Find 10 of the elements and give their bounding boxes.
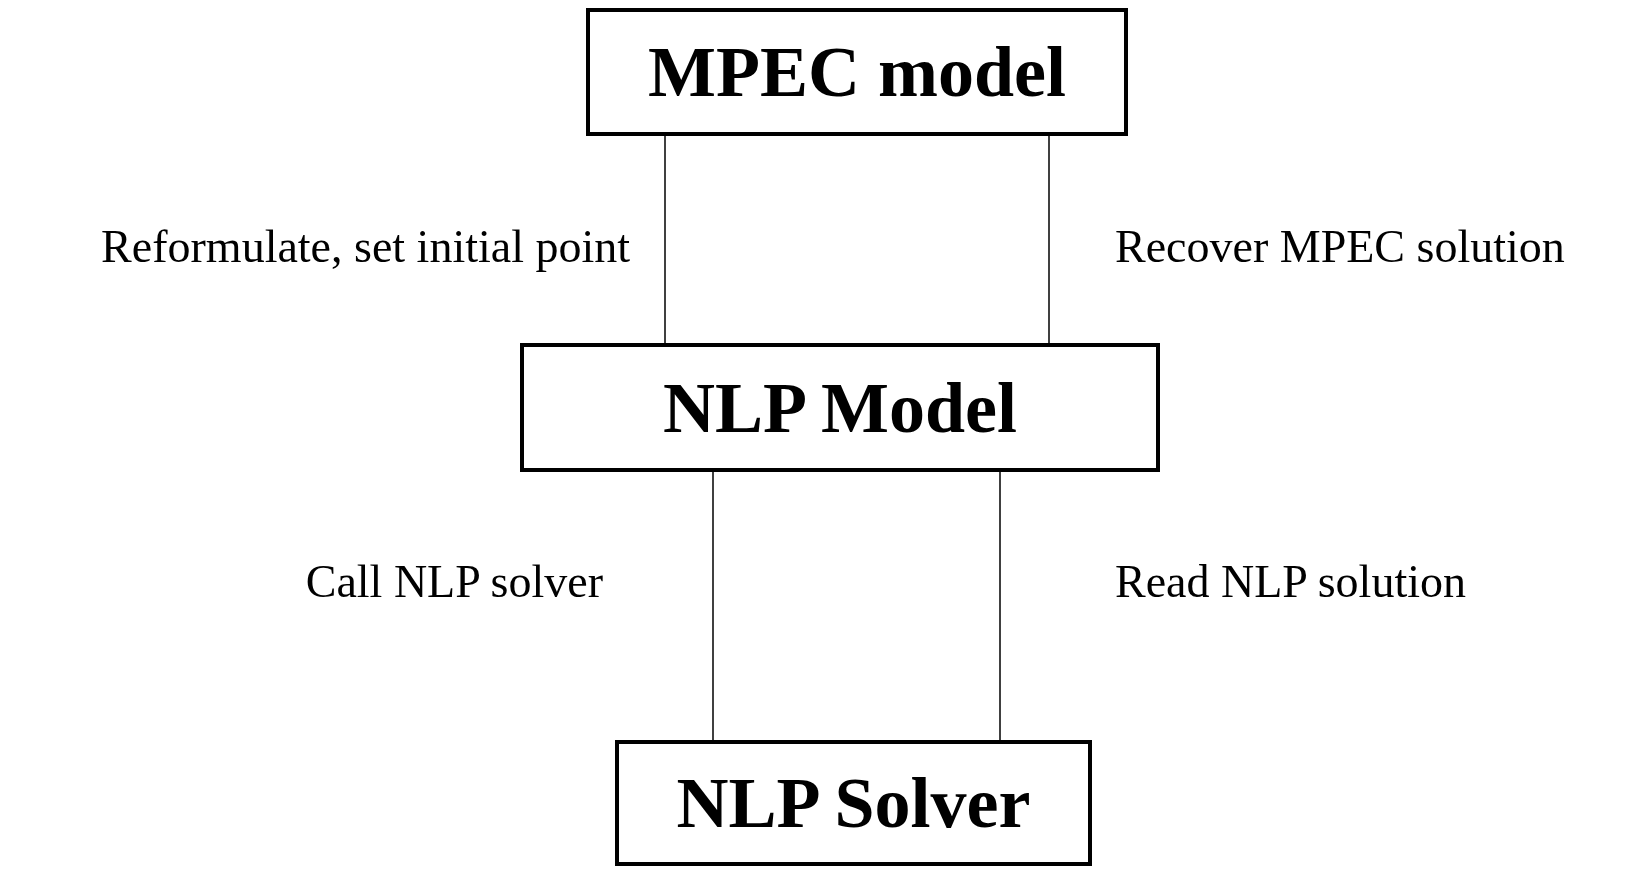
connector-line [664, 135, 666, 344]
connector-line [712, 471, 714, 741]
connector-line [1048, 135, 1050, 344]
process-box [586, 8, 1128, 136]
box-title: NLP Solver [676, 767, 1031, 839]
connector-line [999, 471, 1001, 741]
process-box [520, 343, 1160, 472]
process-box [615, 740, 1092, 866]
box-title: MPEC model [648, 36, 1066, 108]
box-title: NLP Model [663, 371, 1017, 444]
